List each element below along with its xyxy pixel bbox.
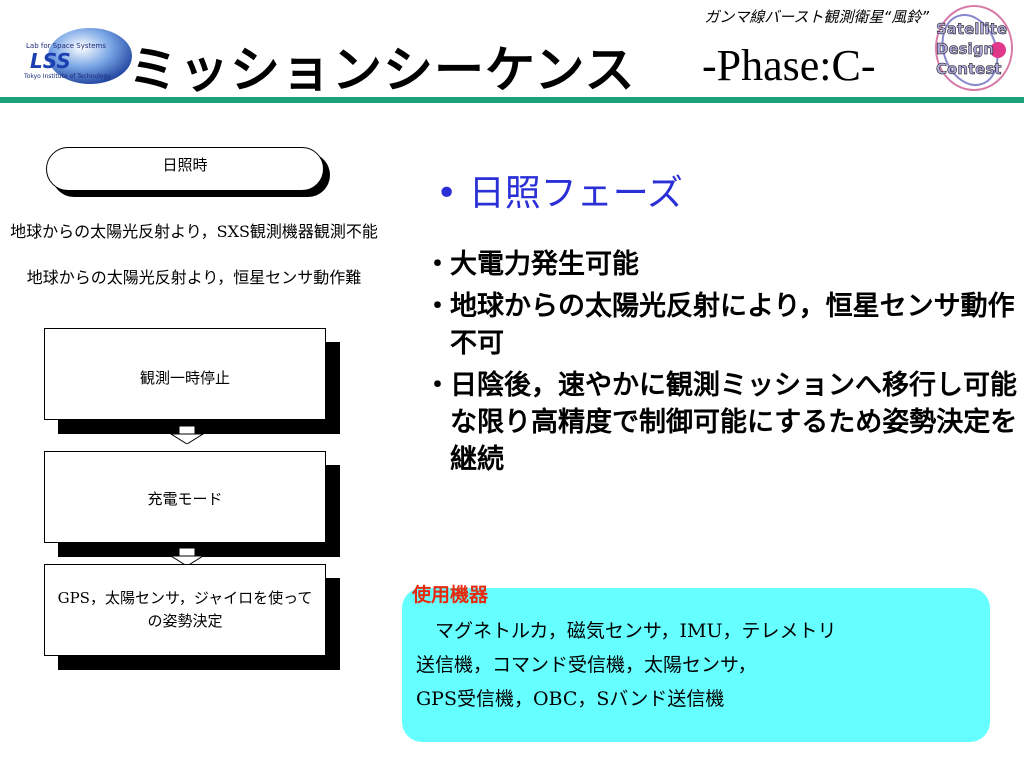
logo-abbr: LSS bbox=[30, 49, 71, 73]
contest-logo-word-2: Design bbox=[936, 40, 994, 58]
flow-state-label: 日照時 bbox=[46, 147, 324, 191]
flow-arrow-down-icon bbox=[170, 548, 204, 566]
list-item: ・ 日陰後，速やかに観測ミッションへ移行し可能な限り高精度で制御可能にするため姿… bbox=[420, 367, 1020, 478]
contest-logo-word-3: Contest bbox=[936, 60, 1001, 78]
section-heading: • 日照フェーズ bbox=[436, 164, 683, 216]
list-item-marker: ・ bbox=[424, 370, 451, 401]
logo-line2: Tokyo Institute of Technology bbox=[23, 73, 111, 80]
lss-logo: Lab for Space Systems LSS Tokyo Institut… bbox=[23, 28, 132, 84]
phase-bullet-list: ・ 大電力発生可能 ・ 地球からの太陽光反射により，恒星センサ動作不可 ・ 日陰… bbox=[420, 246, 1020, 483]
flow-step-3-text: GPS，太陽センサ，ジャイロを使っての姿勢決定 bbox=[57, 589, 313, 630]
satellite-design-contest-logo: Satellite Design Contest bbox=[935, 5, 1013, 91]
flow-step-1: 観測一時停止 bbox=[44, 328, 326, 420]
section-heading-bullet: • bbox=[436, 173, 458, 214]
page-title-phase: -Phase:C- bbox=[702, 41, 876, 90]
flow-note-1: 地球からの太陽光反射より，SXS観測機器観測不能 bbox=[10, 222, 378, 241]
list-item-text: 大電力発生可能 bbox=[450, 249, 639, 280]
list-item-text: 地球からの太陽光反射により，恒星センサ動作不可 bbox=[450, 291, 1015, 359]
header-caption: ガンマ線バースト観測衛星“風鈴” bbox=[704, 8, 929, 26]
list-item-marker: ・ bbox=[424, 249, 451, 280]
list-item-text: 日陰後，速やかに観測ミッションへ移行し可能な限り高精度で制御可能にするため姿勢決… bbox=[450, 370, 1018, 475]
list-item-marker: ・ bbox=[424, 291, 451, 322]
equipment-line: 送信機，コマンド受信機，太陽センサ， bbox=[416, 654, 757, 676]
flow-note-2: 地球からの太陽光反射より，恒星センサ動作難 bbox=[26, 268, 362, 287]
flow-step-1-text: 観測一時停止 bbox=[139, 369, 230, 387]
flow-step-2-text: 充電モード bbox=[147, 490, 223, 508]
flow-state-label-text: 日照時 bbox=[162, 155, 208, 174]
logo-line1: Lab for Space Systems bbox=[26, 42, 106, 50]
section-heading-text: 日照フェーズ bbox=[468, 173, 683, 214]
flow-step-3: GPS，太陽センサ，ジャイロを使っての姿勢決定 bbox=[44, 564, 326, 656]
page-title: ミッションシーケンス bbox=[128, 41, 636, 99]
list-item: ・ 地球からの太陽光反射により，恒星センサ動作不可 bbox=[420, 288, 1020, 362]
equipment-label: 使用機器 bbox=[412, 584, 489, 606]
equipment-line: GPS受信機，OBC，Sバンド送信機 bbox=[416, 688, 725, 710]
contest-logo-word-1: Satellite bbox=[936, 20, 1007, 38]
header-rule bbox=[0, 97, 1024, 103]
flow-arrow-down-icon bbox=[170, 426, 204, 444]
list-item: ・ 大電力発生可能 bbox=[420, 246, 1020, 283]
equipment-panel: マグネトルカ，磁気センサ，IMU，テレメトリ 送信機，コマンド受信機，太陽センサ… bbox=[402, 588, 990, 742]
equipment-line: マグネトルカ，磁気センサ，IMU，テレメトリ bbox=[416, 620, 837, 642]
flow-step-2: 充電モード bbox=[44, 451, 326, 543]
